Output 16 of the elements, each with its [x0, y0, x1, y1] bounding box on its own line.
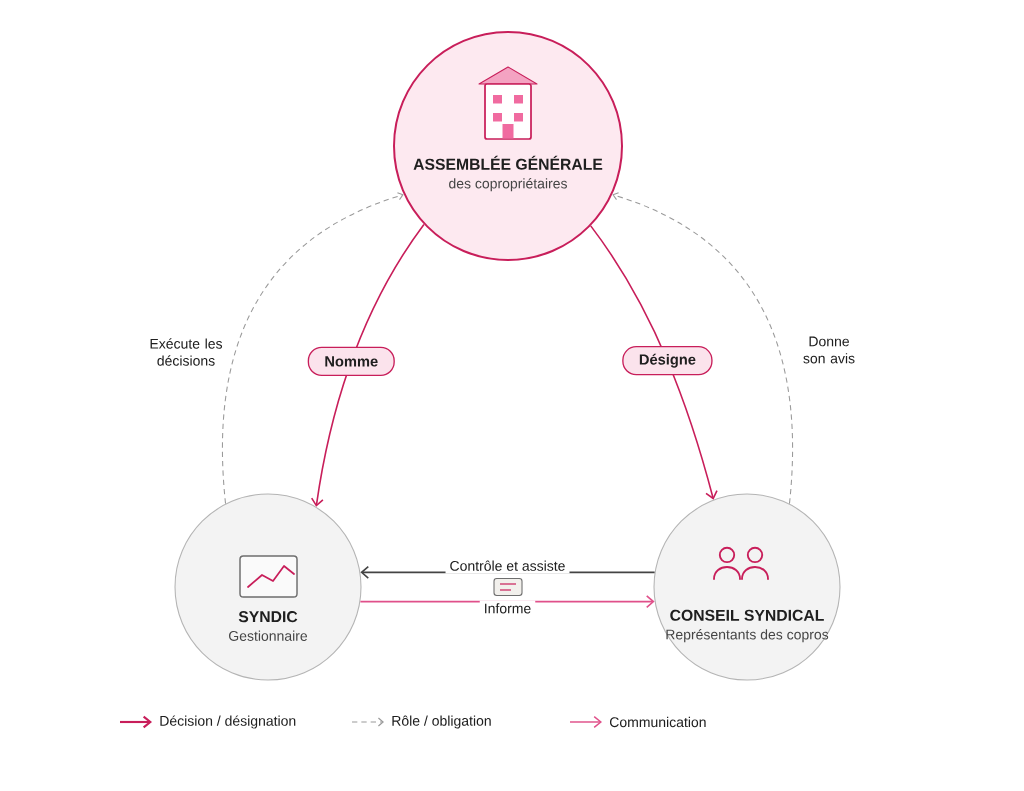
legend-label: Rôle / obligation	[392, 715, 491, 729]
edge-label: Contrôle et assiste	[445, 557, 570, 574]
legend-label: Communication	[610, 716, 706, 728]
dashed-arrow	[222, 192, 404, 505]
circle-node: SYNDIC Gestionnaire	[174, 493, 362, 681]
arrow	[589, 225, 718, 500]
dashed-arrow	[612, 192, 793, 505]
circle-node: ASSEMBLÉE GÉNÉRALE des copropriétaires	[393, 31, 623, 261]
edge-label: Donne son avis	[803, 336, 855, 364]
arrow	[310, 223, 425, 507]
circle-node: CONSEIL SYNDICAL Représentants des copros	[653, 493, 841, 681]
legend-label: Décision / désignation	[160, 715, 296, 729]
edge-label: Nomme	[307, 346, 395, 377]
edge-label: Désigne	[622, 346, 713, 376]
edge-label: Exécute les décisions	[150, 338, 223, 366]
edge-label: Informe	[479, 600, 536, 617]
